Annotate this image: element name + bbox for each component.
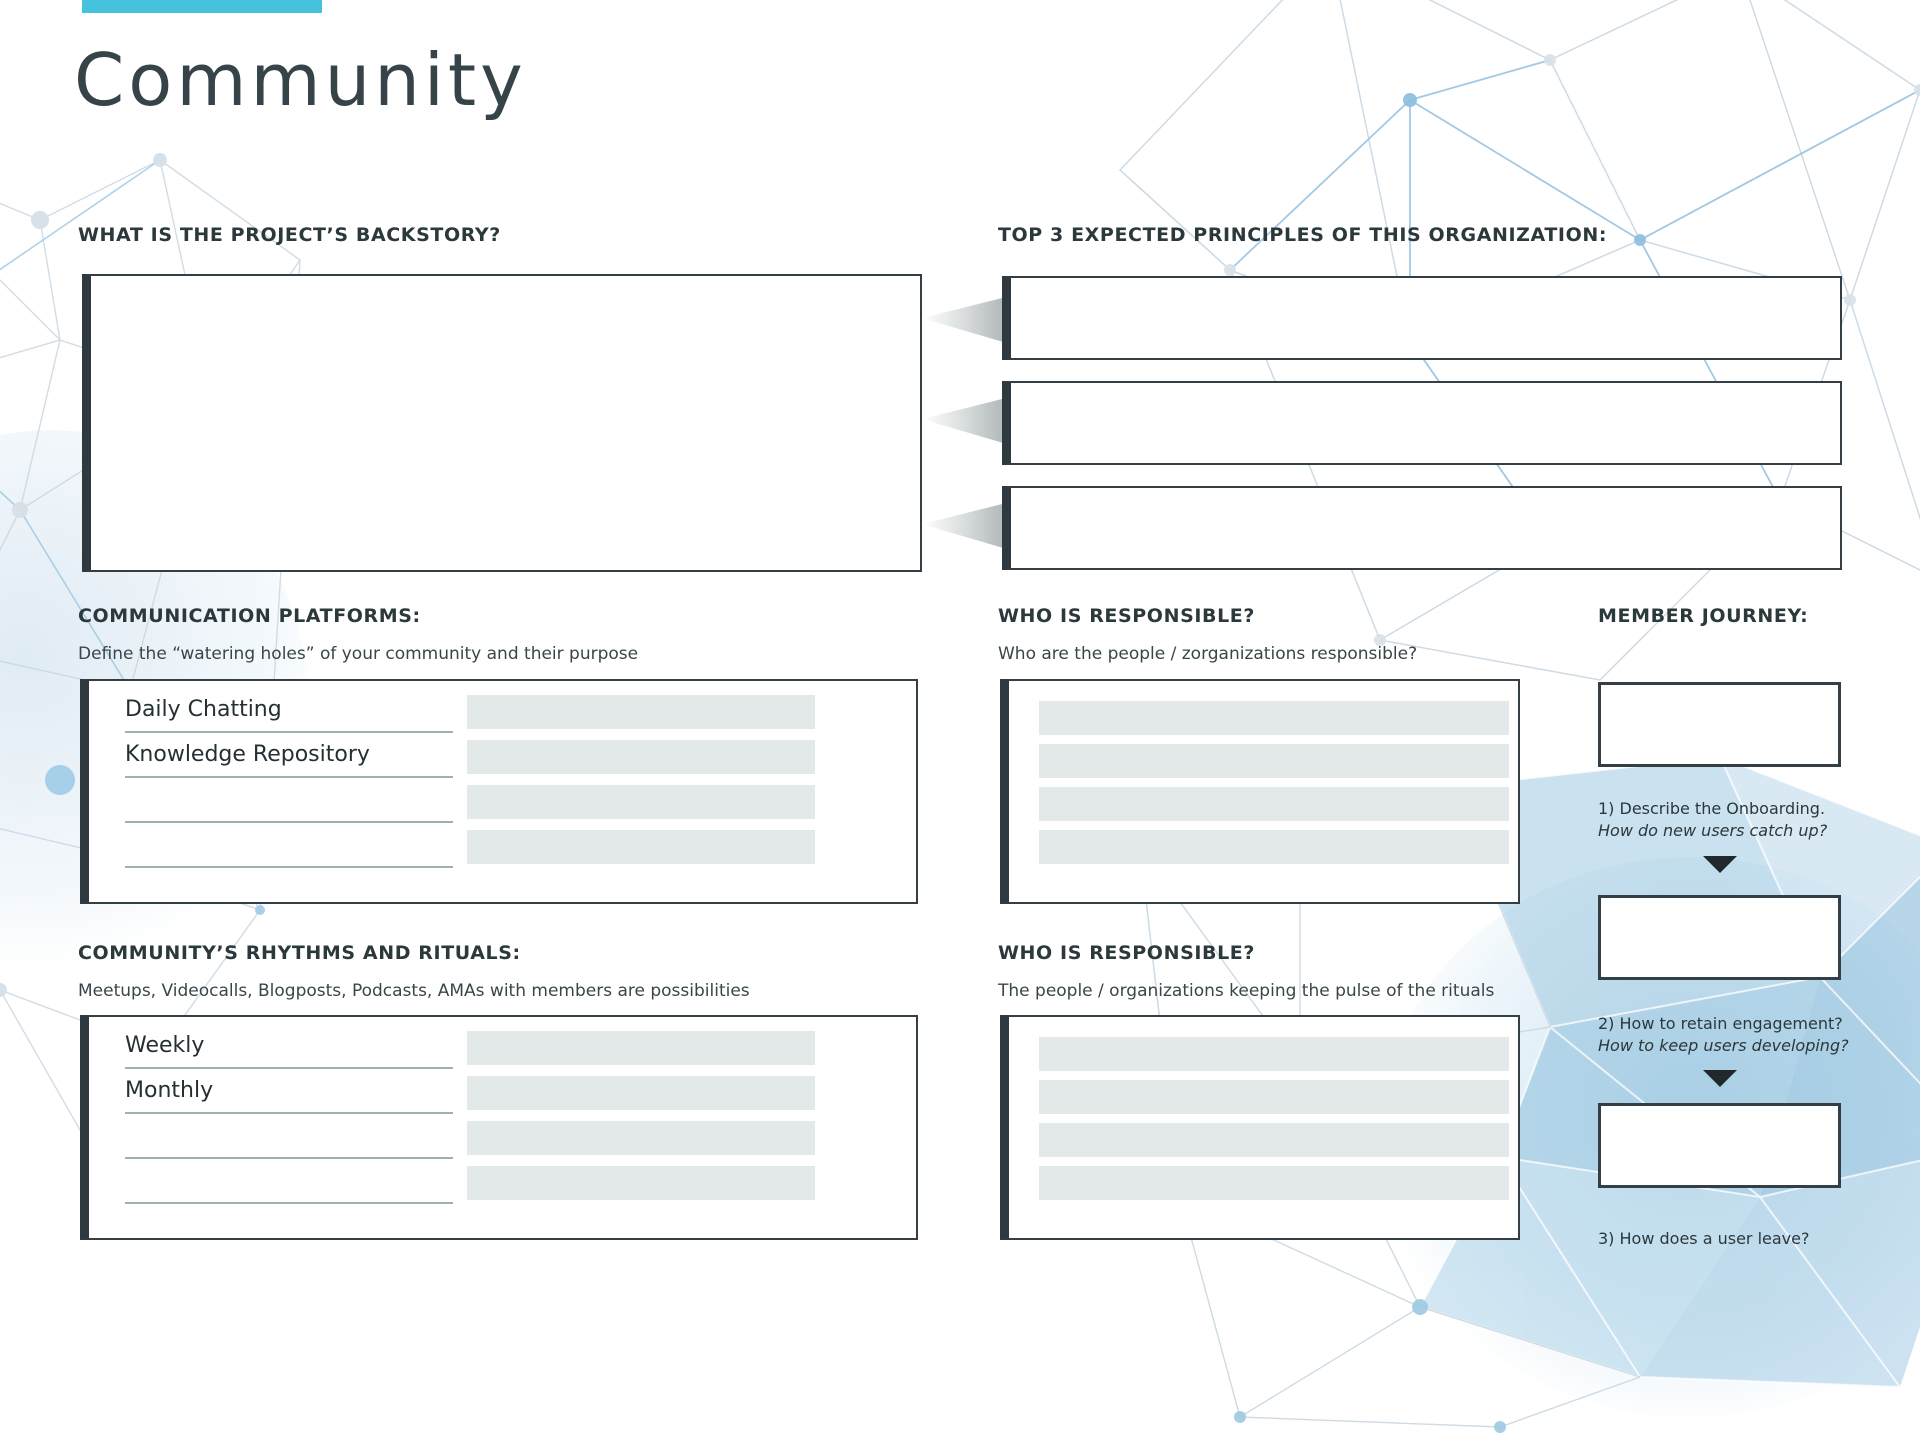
rhythm-rule-2 — [125, 1112, 453, 1114]
backstory-heading: WHAT IS THE PROJECT’S BACKSTORY? — [78, 224, 501, 246]
rhythms-heading: COMMUNITY’S RHYTHMS AND RITUALS: — [78, 942, 521, 964]
platform-rule-1 — [125, 731, 453, 733]
responsible-rituals-subheading: The people / organizations keeping the p… — [998, 981, 1495, 1001]
member-journey-caption-2: 2) How to retain engagement? How to keep… — [1598, 1013, 1849, 1056]
member-journey-value-2 — [1609, 906, 1830, 969]
member-journey-caption-1-line2: How do new users catch up? — [1598, 820, 1828, 840]
accent-bar — [82, 0, 322, 13]
member-journey-caption-2-line2: How to keep users developing? — [1598, 1035, 1849, 1055]
platform-label-1[interactable]: Daily Chatting — [125, 697, 282, 722]
principle-value-3 — [1021, 498, 1830, 558]
platform-rule-4 — [125, 866, 453, 868]
communication-platforms-subheading: Define the “watering holes” of your comm… — [78, 644, 639, 664]
responsible-rituals-row-3[interactable] — [1039, 1123, 1509, 1157]
responsible-platforms-row-3[interactable] — [1039, 787, 1509, 821]
rhythm-purpose-1[interactable] — [467, 1031, 815, 1065]
platform-purpose-1[interactable] — [467, 695, 815, 729]
rhythm-rule-3 — [125, 1157, 453, 1159]
member-journey-value-3 — [1609, 1114, 1830, 1177]
backstory-value — [105, 290, 906, 556]
member-journey-heading: MEMBER JOURNEY: — [1598, 605, 1809, 627]
responsible-rituals-box[interactable] — [1000, 1015, 1520, 1240]
page-title: Community — [74, 38, 527, 122]
rhythm-label-2[interactable]: Monthly — [125, 1078, 214, 1103]
rhythm-label-1[interactable]: Weekly — [125, 1033, 205, 1058]
rhythm-rule-4 — [125, 1202, 453, 1204]
principles-heading: TOP 3 EXPECTED PRINCIPLES OF THIS ORGANI… — [998, 224, 1608, 246]
principle-box-1[interactable] — [1002, 276, 1842, 360]
connector-wedge-1 — [922, 296, 1010, 344]
responsible-platforms-row-1[interactable] — [1039, 701, 1509, 735]
worksheet-canvas: Community WHAT IS THE PROJECT’S BACKSTOR… — [74, 0, 1849, 1250]
rhythms-subheading: Meetups, Videocalls, Blogposts, Podcasts… — [78, 981, 750, 1001]
backstory-input-box[interactable] — [82, 274, 922, 572]
rhythm-rule-1 — [125, 1067, 453, 1069]
member-journey-caption-2-line1: 2) How to retain engagement? — [1598, 1014, 1843, 1033]
member-journey-caption-1: 1) Describe the Onboarding. How do new u… — [1598, 798, 1827, 841]
responsible-platforms-subheading: Who are the people / zorganizations resp… — [998, 644, 1418, 664]
platform-rule-2 — [125, 776, 453, 778]
member-journey-value-1 — [1609, 693, 1830, 756]
responsible-rituals-heading: WHO IS RESPONSIBLE? — [998, 942, 1256, 964]
responsible-rituals-row-1[interactable] — [1039, 1037, 1509, 1071]
principle-box-2[interactable] — [1002, 381, 1842, 465]
communication-platforms-heading: COMMUNICATION PLATFORMS: — [78, 605, 421, 627]
member-journey-caption-1-line1: 1) Describe the Onboarding. — [1598, 799, 1826, 818]
platform-rule-3 — [125, 821, 453, 823]
communication-platforms-box[interactable]: Daily Chatting Knowledge Repository — [80, 679, 918, 904]
platform-label-2[interactable]: Knowledge Repository — [125, 742, 370, 767]
principle-value-1 — [1021, 288, 1830, 348]
responsible-platforms-row-2[interactable] — [1039, 744, 1509, 778]
platform-purpose-2[interactable] — [467, 740, 815, 774]
principle-box-3[interactable] — [1002, 486, 1842, 570]
rhythm-purpose-2[interactable] — [467, 1076, 815, 1110]
platform-purpose-3[interactable] — [467, 785, 815, 819]
responsible-rituals-row-4[interactable] — [1039, 1166, 1509, 1200]
responsible-rituals-row-2[interactable] — [1039, 1080, 1509, 1114]
platform-purpose-4[interactable] — [467, 830, 815, 864]
member-journey-box-1[interactable] — [1598, 682, 1841, 767]
responsible-platforms-heading: WHO IS RESPONSIBLE? — [998, 605, 1256, 627]
rhythms-box[interactable]: Weekly Monthly — [80, 1015, 918, 1240]
responsible-platforms-row-4[interactable] — [1039, 830, 1509, 864]
member-journey-caption-3-line1: 3) How does a user leave? — [1598, 1229, 1810, 1248]
arrow-down-icon-2 — [1703, 1070, 1737, 1087]
member-journey-caption-3: 3) How does a user leave? — [1598, 1228, 1809, 1250]
connector-wedge-3 — [922, 502, 1010, 550]
member-journey-box-2[interactable] — [1598, 895, 1841, 980]
arrow-down-icon-1 — [1703, 856, 1737, 873]
member-journey-box-3[interactable] — [1598, 1103, 1841, 1188]
rhythm-purpose-4[interactable] — [467, 1166, 815, 1200]
rhythm-purpose-3[interactable] — [467, 1121, 815, 1155]
principle-value-2 — [1021, 393, 1830, 453]
responsible-platforms-box[interactable] — [1000, 679, 1520, 904]
connector-wedge-2 — [922, 397, 1010, 445]
